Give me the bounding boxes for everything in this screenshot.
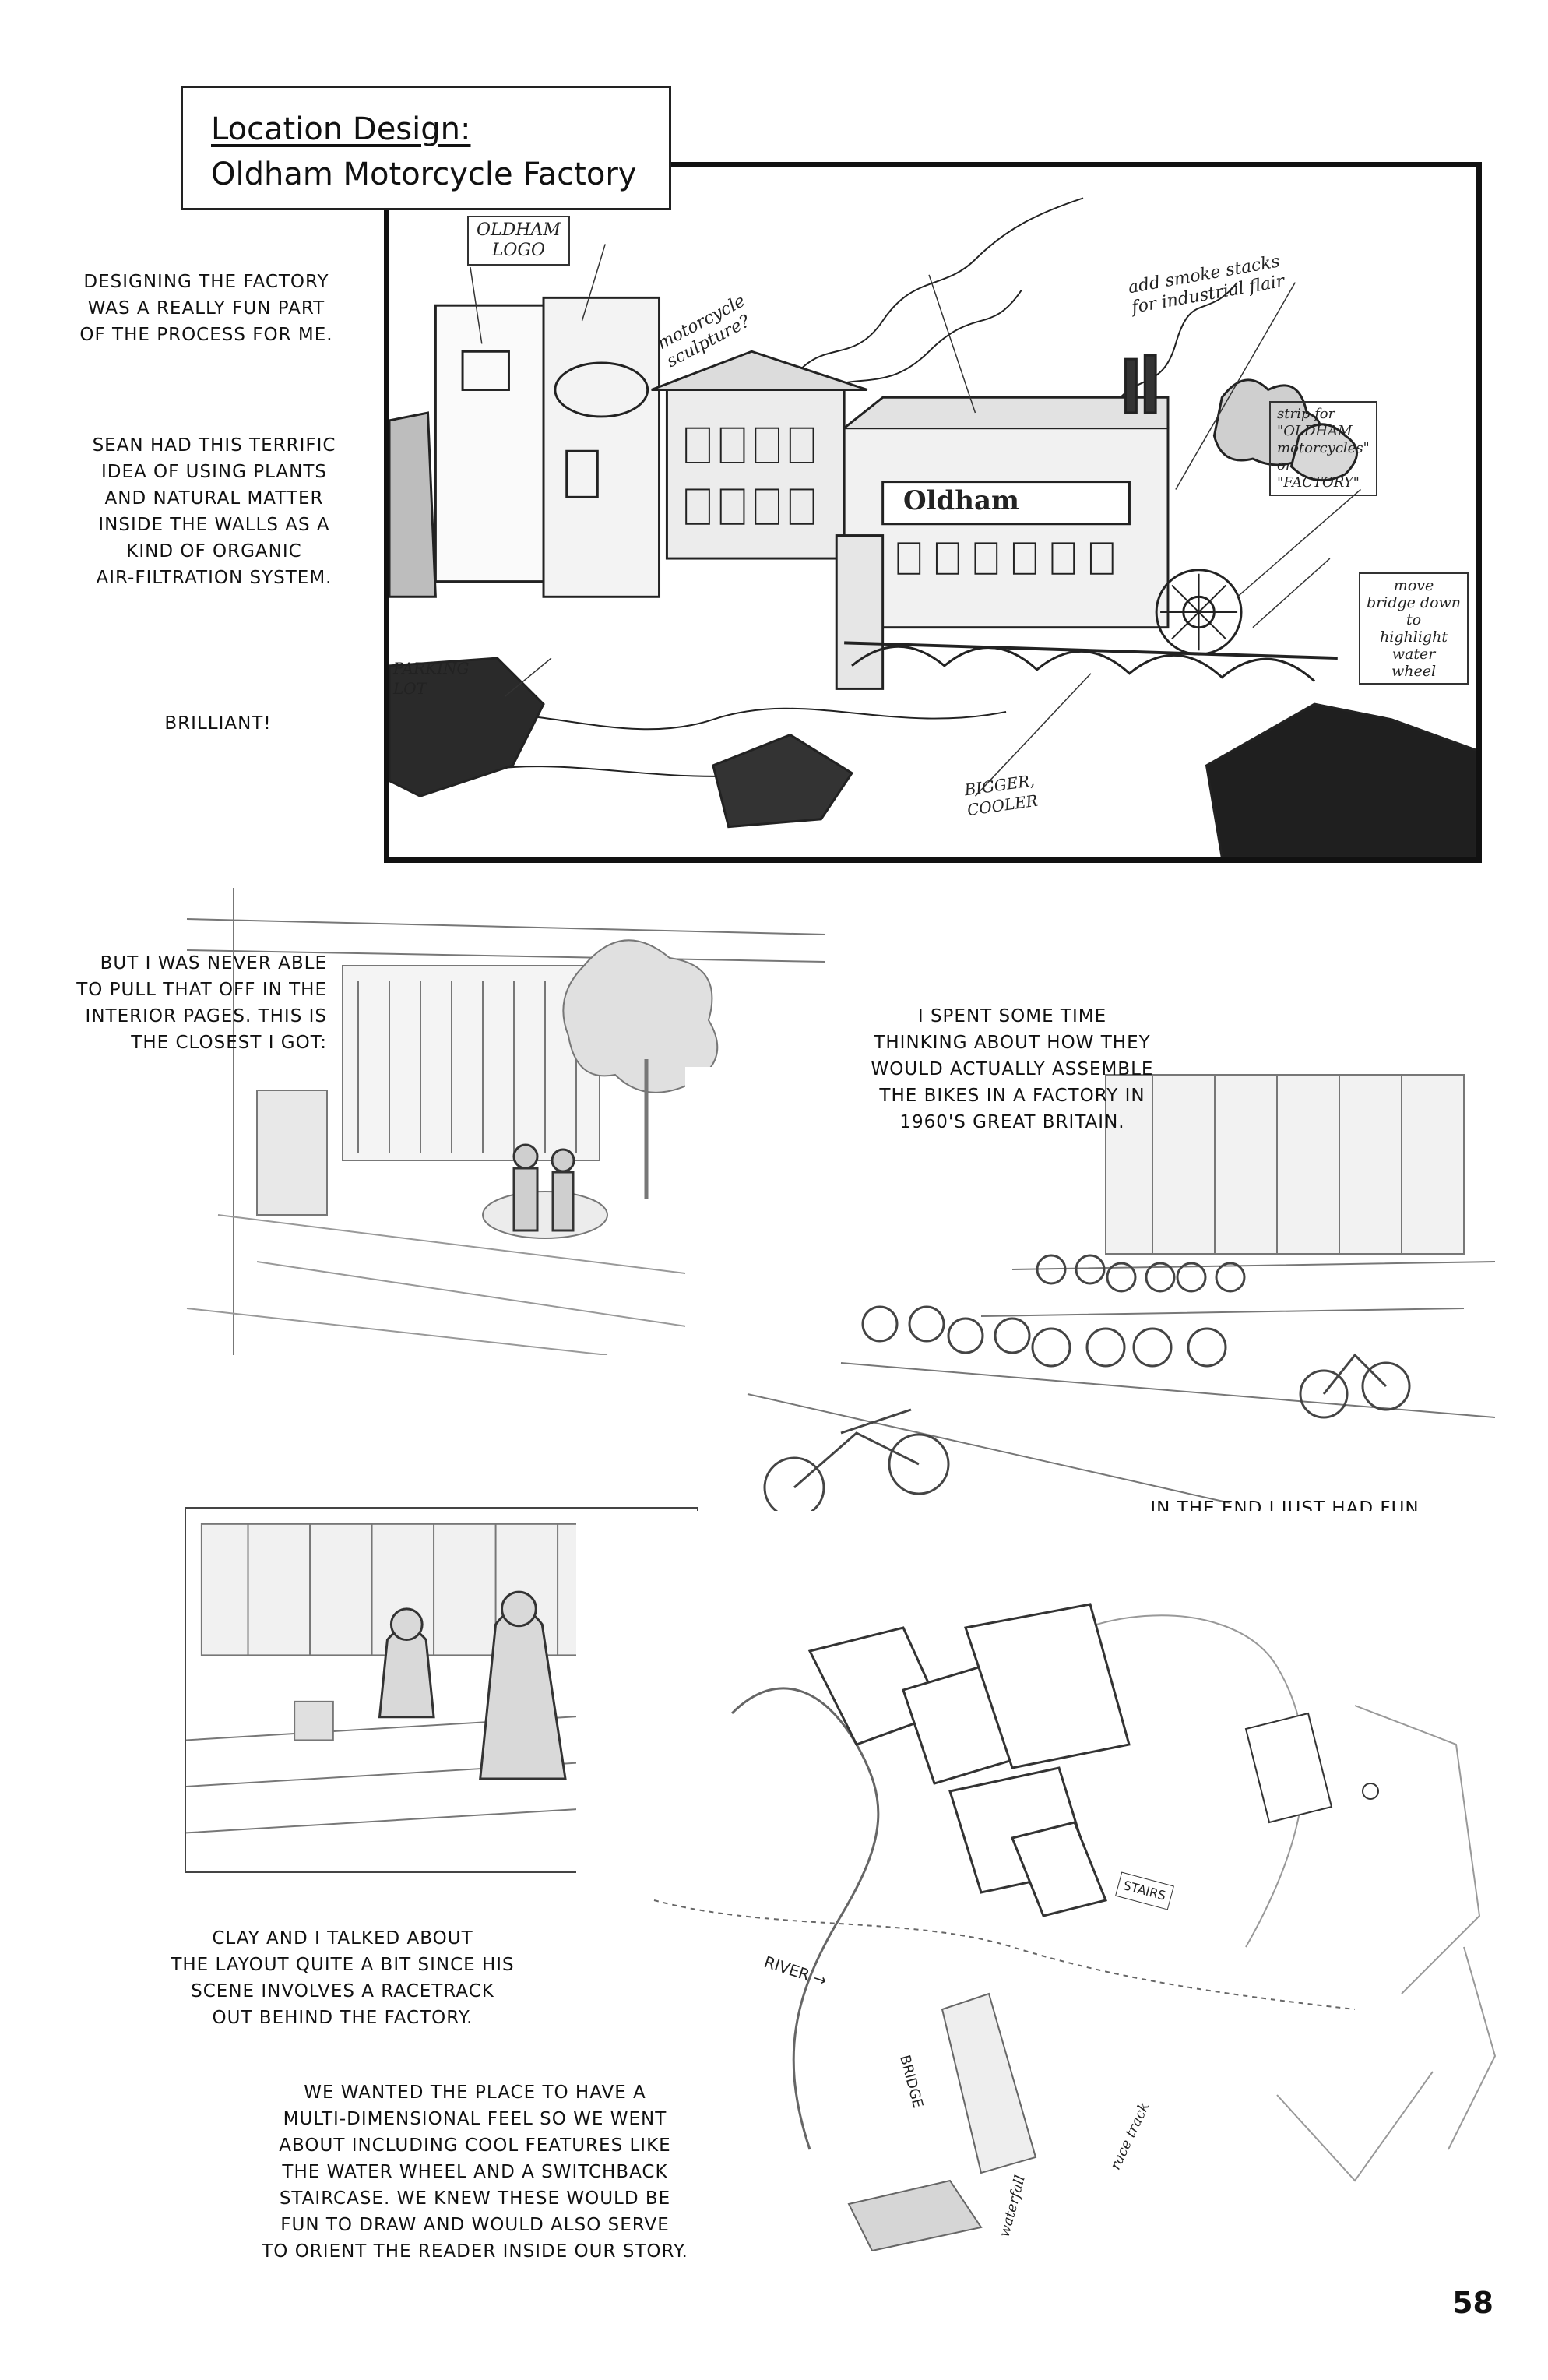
- annotation-bridge: move bridge down to highlight water whee…: [1359, 572, 1469, 685]
- annotation-oldham-logo: OLDHAM LOGO: [467, 216, 570, 266]
- motorcycle-assembly-sketch: [685, 1067, 1495, 1511]
- factory-exterior-sketch: OLDHAM LOGO motorcycle sculpture? add sm…: [384, 162, 1482, 863]
- page-number: 58: [1452, 2286, 1493, 2320]
- note-never-able: BUT I WAS NEVER ABLE TO PULL THAT OFF IN…: [76, 953, 327, 1053]
- title-box: Location Design: Oldham Motorcycle Facto…: [181, 86, 671, 210]
- page-title: Location Design:: [211, 111, 471, 147]
- note-sean-idea: SEAN HAD THIS TERRIFIC IDEA OF USING PLA…: [92, 435, 336, 588]
- annotation-parking: PARKING LOT: [393, 659, 470, 698]
- note-clay: CLAY AND I TALKED ABOUT THE LAYOUT QUITE…: [171, 1928, 515, 2028]
- factory-illustration: [389, 197, 1476, 857]
- note-brilliant: BRILLIANT!: [164, 713, 272, 734]
- factory-sign: Oldham: [903, 485, 1020, 516]
- note-assemble: I SPENT SOME TIME THINKING ABOUT HOW THE…: [871, 1006, 1154, 1132]
- annotation-strip: strip for "OLDHAM motorcycles" or "FACTO…: [1269, 401, 1377, 496]
- note-factory-fun: DESIGNING THE FACTORY WAS A REALLY FUN P…: [79, 272, 333, 345]
- page-subtitle: Oldham Motorcycle Factory: [211, 157, 637, 192]
- note-multi: WE WANTED THE PLACE TO HAVE A MULTI-DIME…: [262, 2082, 688, 2262]
- layout-map-sketch: RIVER → BRIDGE STAIRS race track waterfa…: [576, 1511, 1503, 2251]
